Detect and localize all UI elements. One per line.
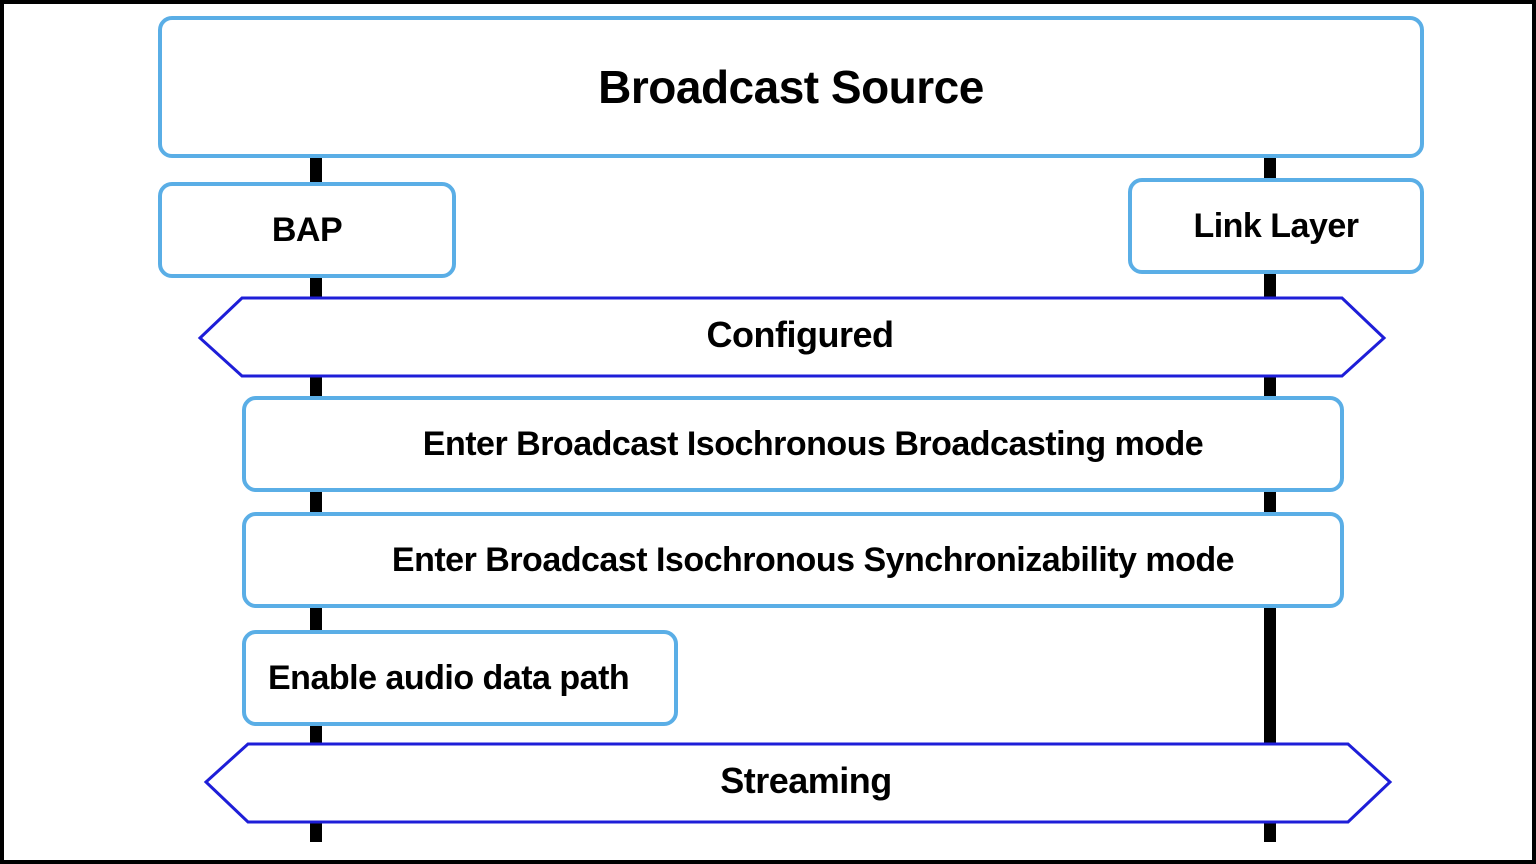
synchronizability-mode-step-label: Enter Broadcast Isochronous Synchronizab… [391,540,1235,579]
link-layer-box: Link Layer [1128,178,1424,274]
configured-state-label: Configured [706,314,894,355]
synchronizability-mode-step-box: Enter Broadcast Isochronous Synchronizab… [242,512,1344,608]
state-shapes [197,296,1393,824]
broadcasting-mode-step-box: Enter Broadcast Isochronous Broadcasting… [242,396,1344,492]
broadcast-source-label: Broadcast Source [598,61,984,113]
streaming-state-label: Streaming [720,760,892,801]
streaming-state-shape [203,742,1393,824]
bap-box: BAP [158,182,456,278]
audio-data-path-step-label: Enable audio data path [268,658,630,697]
configured-state-shape [197,296,1387,378]
diagram-canvas: Broadcast Source BAP Link Layer Configur… [4,4,1532,860]
audio-data-path-step-box: Enable audio data path [242,630,678,726]
broadcast-source-box: Broadcast Source [158,16,1424,158]
link-layer-label: Link Layer [1193,206,1359,245]
bap-label: BAP [271,210,343,249]
broadcasting-mode-step-label: Enter Broadcast Isochronous Broadcasting… [422,424,1204,463]
